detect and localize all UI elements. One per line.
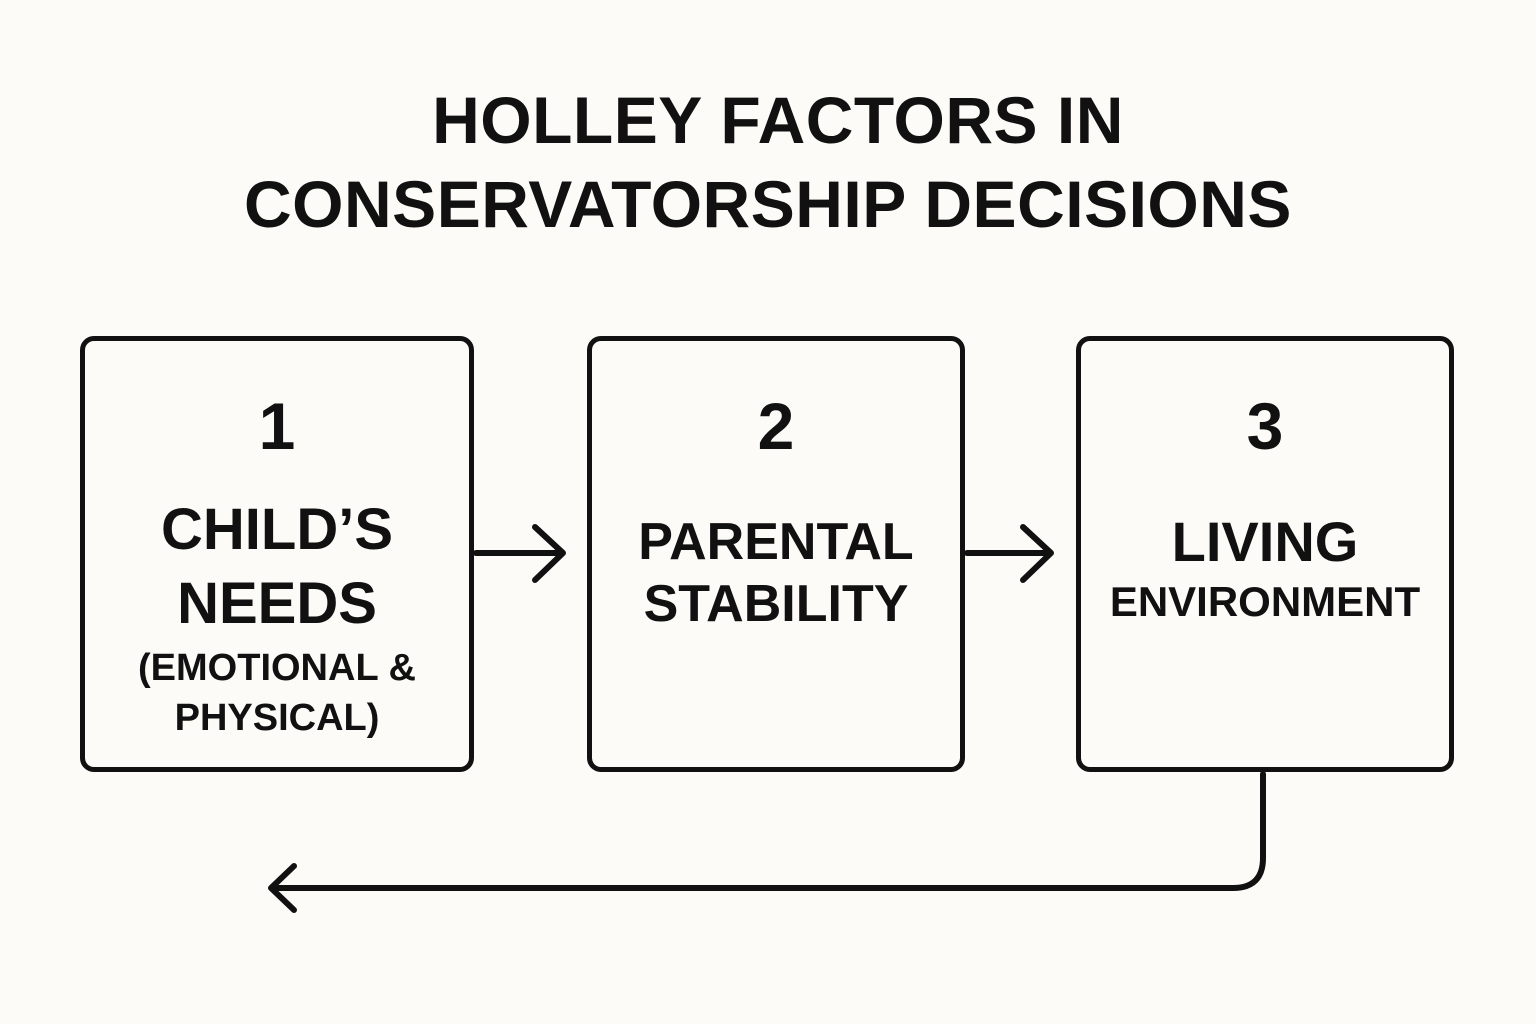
title-line-2: CONSERVATORSHIP DECISIONS: [244, 167, 1292, 241]
arrow-head-right-icon: [532, 524, 566, 583]
factor-label-line-1: LIVING: [1171, 510, 1359, 573]
factor-number: 2: [757, 389, 795, 463]
factor-box-living-environment: 3 LIVING ENVIRONMENT: [1076, 336, 1454, 772]
factor-box-parental-stability: 2 PARENTAL STABILITY: [587, 336, 965, 772]
factor-number: 3: [1246, 389, 1284, 463]
arrow-box1-to-box2: [473, 524, 566, 583]
factor-detail: (EMOTIONAL & PHYSICAL): [85, 643, 469, 743]
factor-detail-line-1: (EMOTIONAL &: [138, 647, 416, 689]
arrow-box2-to-box3: [964, 524, 1054, 583]
diagram-title: HOLLEY FACTORS IN CONSERVATORSHIP DECISI…: [0, 78, 1536, 246]
factor-box-childs-needs: 1 CHILD’S NEEDS (EMOTIONAL & PHYSICAL): [80, 336, 474, 772]
return-loop-line: [269, 771, 1266, 891]
arrow-box3-return-loop: [268, 771, 1266, 913]
factor-label: PARENTAL STABILITY: [592, 511, 960, 635]
arrow-head-left-icon: [268, 863, 297, 913]
factor-label-line-1: CHILD’S: [161, 497, 393, 562]
title-line-1: HOLLEY FACTORS IN: [432, 83, 1124, 157]
factor-label-line-2: ENVIRONMENT: [1109, 578, 1421, 625]
factor-number: 1: [258, 389, 296, 463]
factor-label-line-2: NEEDS: [177, 571, 377, 636]
arrow-head-right-icon: [1020, 524, 1054, 583]
factor-label-line-2: STABILITY: [643, 575, 909, 633]
factor-detail-line-2: PHYSICAL): [174, 697, 380, 739]
factor-label: CHILD’S NEEDS: [85, 493, 469, 641]
factor-label-line-1: PARENTAL: [638, 513, 914, 571]
